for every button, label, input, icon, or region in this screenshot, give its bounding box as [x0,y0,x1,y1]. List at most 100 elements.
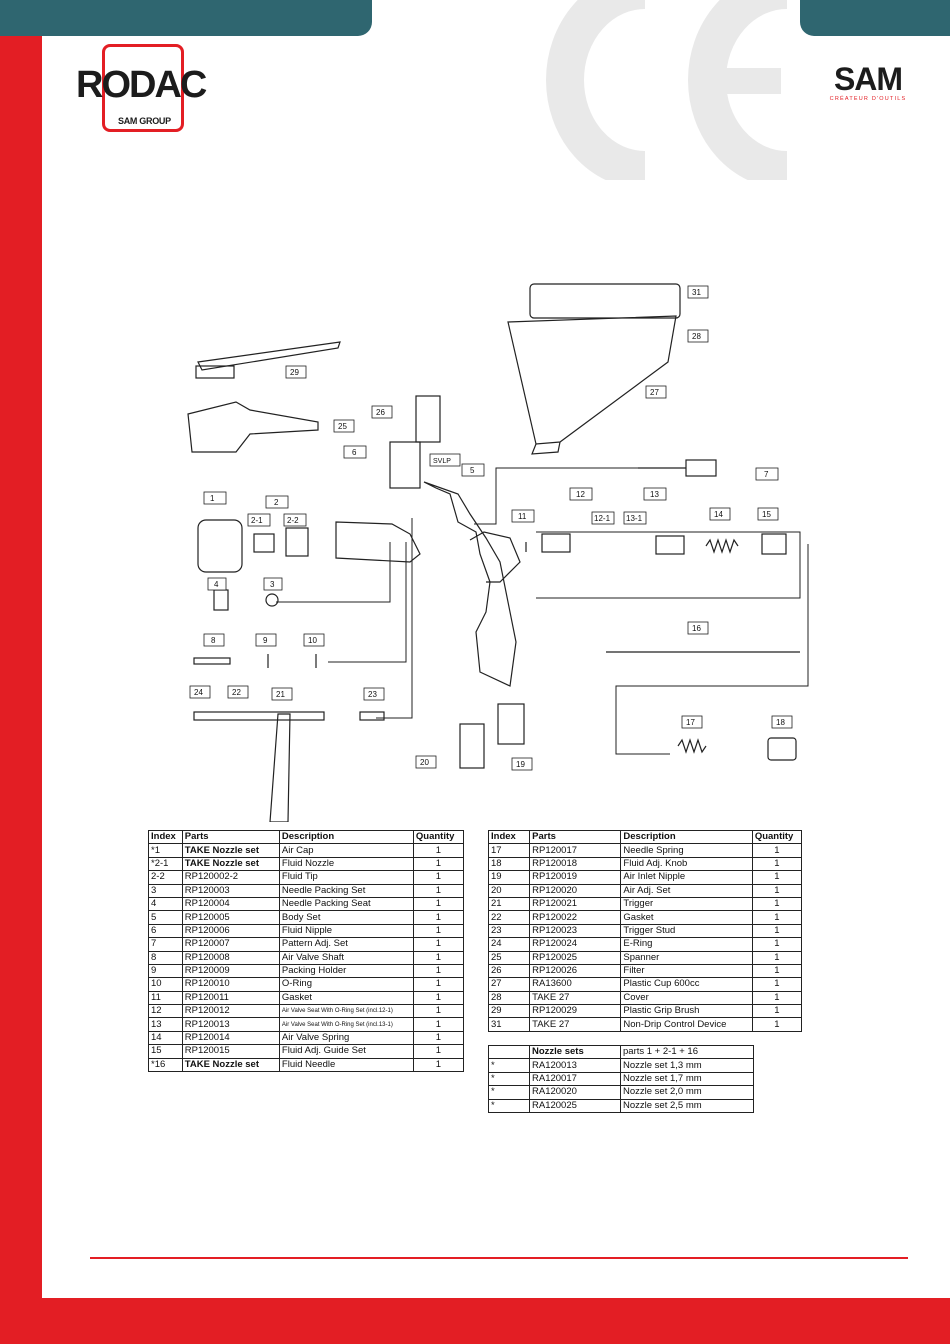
cell-quantity: 1 [751,977,803,992]
cell-parts: RP120025 [529,950,622,965]
cell-parts: RP120018 [529,856,622,872]
cell-index: *16 [148,1057,183,1073]
callouts: 1 2 2-1 2-2 3 4 5 6 7 8 9 10 11 12 12-1 … [189,285,793,771]
cell-index: 25 [487,950,531,965]
cell-description: Air Valve Shaft [278,950,414,965]
callout-13-1: 13-1 [626,514,643,523]
cell-index: 4 [148,896,183,912]
cell-quantity: 1 [412,990,465,1006]
callout-26: 26 [376,408,385,417]
cell-quantity: 1 [751,843,803,858]
cell-index: 19 [487,870,531,885]
cell-index: 21 [487,896,531,912]
callout-9: 9 [263,636,268,645]
nozzle-header-row: Nozzle sets parts 1 + 2-1 + 16 [488,1044,754,1060]
callout-25: 25 [338,422,347,431]
cell-parts: RP120019 [529,870,622,885]
diagram-tag: SVLP [433,458,451,465]
callout-1: 1 [210,494,215,503]
callout-31: 31 [692,288,701,297]
rounded-corner [42,1180,162,1298]
cell-index: 13 [148,1017,183,1032]
callout-27: 27 [650,388,659,397]
cell-description: Fluid Adj. Guide Set [278,1044,414,1059]
callout-14: 14 [714,510,723,519]
cell-parts: RP120005 [181,910,280,925]
cell-index: 31 [487,1017,531,1032]
cell-index: *2-1 [148,856,183,872]
cell-quantity: 1 [412,910,465,925]
cell-parts: RP120009 [181,963,280,979]
callout-2: 2 [274,498,279,507]
callout-28: 28 [692,332,701,341]
nozzle-sets-table: Nozzle sets parts 1 + 2-1 + 16 *RA120013… [488,1044,754,1113]
callout-2-1: 2-1 [251,516,263,525]
cell-index: 28 [487,990,531,1006]
cell-quantity: 1 [751,950,803,965]
nozzle-header-blank [488,1044,530,1060]
cell-description: Pattern Adj. Set [278,937,414,952]
cell-parts: RP120029 [529,1004,622,1019]
cell-parts: RP120013 [181,1017,280,1032]
cell-description: Fluid Tip [278,870,414,885]
cell-parts: RP120006 [181,923,280,939]
cell-quantity: 1 [412,963,465,979]
rodac-logo: RODAC SAM GROUP [76,42,216,136]
cell-parts: RP120008 [181,950,280,965]
cell-index: 14 [148,1030,183,1046]
sam-logo-subtitle: CRÉATEUR D'OUTILS [829,96,907,102]
cell-description: E-Ring [620,937,753,952]
callout-7: 7 [764,470,769,479]
nozzle-header-parts: parts 1 + 2-1 + 16 [620,1044,754,1060]
cell-description: Gasket [620,910,753,925]
cell-index: 17 [487,843,531,858]
top-left-teal-tab [0,0,372,36]
cell-description: Nozzle set 2,5 mm [620,1098,754,1113]
cell-description: Nozzle set 1,3 mm [620,1058,754,1073]
table-header-row: Index Parts Description Quantity [487,829,803,845]
callout-4: 4 [214,580,219,589]
cell-index: 7 [148,937,183,952]
cell-parts: RP120007 [181,937,280,952]
cell-quantity: 1 [412,1017,465,1032]
callout-23: 23 [368,690,377,699]
cell-marker: * [488,1085,530,1100]
sam-logo: SAM CRÉATEUR D'OUTILS [822,62,914,112]
cell-quantity: 1 [751,937,803,952]
table-header-row: Index Parts Description Quantity [148,829,465,845]
cell-parts: TAKE 27 [529,1017,622,1032]
cell-parts: RP120026 [529,963,622,979]
cell-description: Packing Holder [278,963,414,979]
callout-29: 29 [290,368,299,377]
cell-quantity: 1 [751,856,803,872]
cell-quantity: 1 [751,923,803,939]
cell-quantity: 1 [412,870,465,885]
cell-quantity: 1 [412,1004,465,1019]
cell-parts: RP120002-2 [181,870,280,885]
top-right-teal-tab [800,0,950,36]
cell-code: RA120020 [529,1085,621,1100]
callout-13: 13 [650,490,659,499]
cell-quantity: 1 [412,856,465,872]
cell-description: Plastic Cup 600cc [620,977,753,992]
cell-parts: RP120003 [181,883,280,898]
ce-mark-watermark [546,0,788,180]
cell-quantity: 1 [751,883,803,898]
cell-quantity: 1 [412,1044,465,1059]
